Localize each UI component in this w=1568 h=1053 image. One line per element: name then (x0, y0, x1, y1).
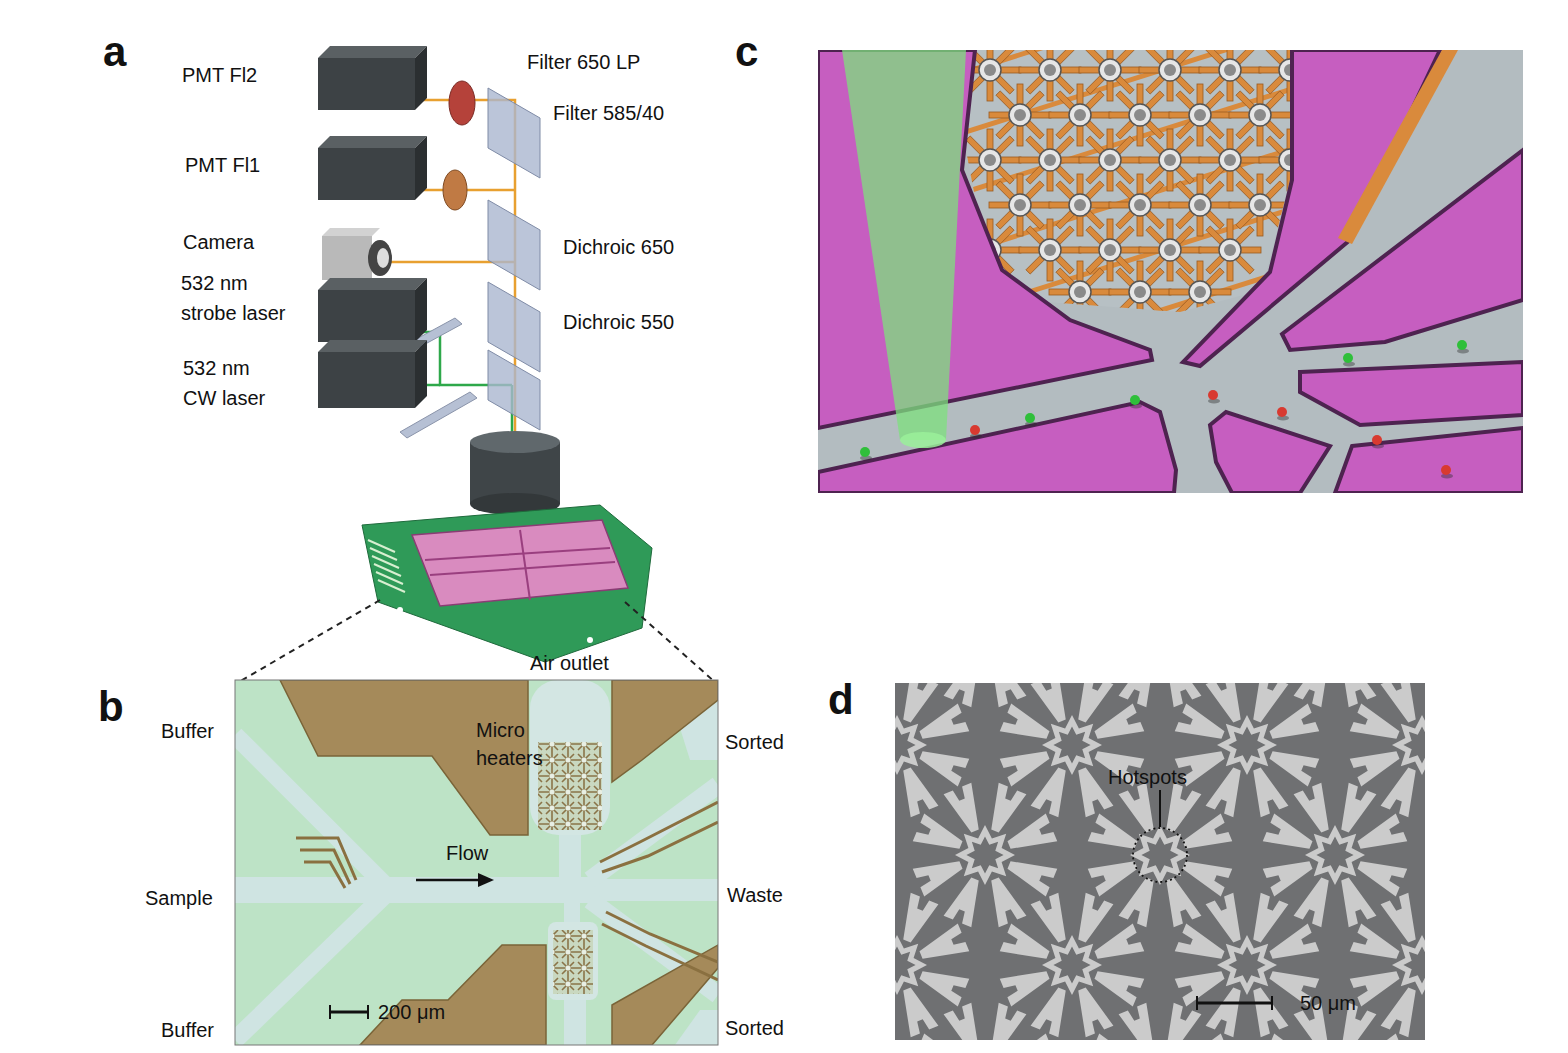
filter-label: Filter 585/40 (553, 101, 664, 125)
electrode-line (296, 802, 718, 980)
channel-wall (818, 50, 1523, 493)
port-label: Waste (727, 883, 783, 907)
panel-letter: c (735, 28, 758, 76)
scale-label: 50 μm (1300, 991, 1356, 1015)
frame (235, 680, 718, 1045)
particle (860, 340, 1469, 479)
detector-label: PMT Fl1 (185, 153, 260, 177)
electrode-strip (1338, 50, 1458, 244)
port-label: Buffer (161, 1018, 214, 1042)
sem-image (895, 683, 1425, 1040)
dichroic-label: Dichroic 650 (563, 235, 674, 259)
port-label: Sorted (725, 730, 784, 754)
sorter-rendering (818, 50, 1523, 493)
port-label: Air outlet (530, 651, 609, 675)
leader-line (1159, 790, 1161, 827)
camera-label: Camera (183, 230, 254, 254)
scale-bar (1197, 996, 1272, 1010)
chip-micrograph (235, 680, 718, 1045)
dichroic-label: Dichroic 550 (563, 310, 674, 334)
chip-board (362, 505, 652, 662)
heater-label: Micro heaters (476, 716, 552, 772)
port-label: Sorted (725, 1016, 784, 1040)
filter-label: Filter 650 LP (527, 50, 640, 74)
instrument-box (318, 46, 427, 408)
flow-label: Flow (446, 841, 488, 865)
scale-label: 200 μm (378, 1000, 445, 1024)
detector-label: PMT Fl2 (182, 63, 257, 87)
laser-label: 532 nm strobe laser (181, 268, 293, 328)
port-label: Sample (145, 886, 213, 910)
dichroic-mirror (488, 88, 540, 430)
flow-arrow (416, 873, 494, 887)
port-label: Buffer (161, 719, 214, 743)
panel-letter: d (828, 676, 854, 724)
zoom-line (237, 600, 716, 683)
hotspot-ring (1133, 828, 1187, 882)
electrode (280, 680, 718, 1045)
laser-spot (842, 50, 966, 448)
hotspot-label: Hotspots (1108, 765, 1187, 789)
panel-letter: b (98, 683, 124, 731)
laser-label: 532 nm CW laser (183, 353, 275, 413)
scale-bar (330, 1005, 368, 1019)
optical-setup (237, 46, 716, 683)
filter (443, 81, 475, 210)
panel-letter: a (103, 28, 126, 76)
objective (470, 431, 560, 518)
